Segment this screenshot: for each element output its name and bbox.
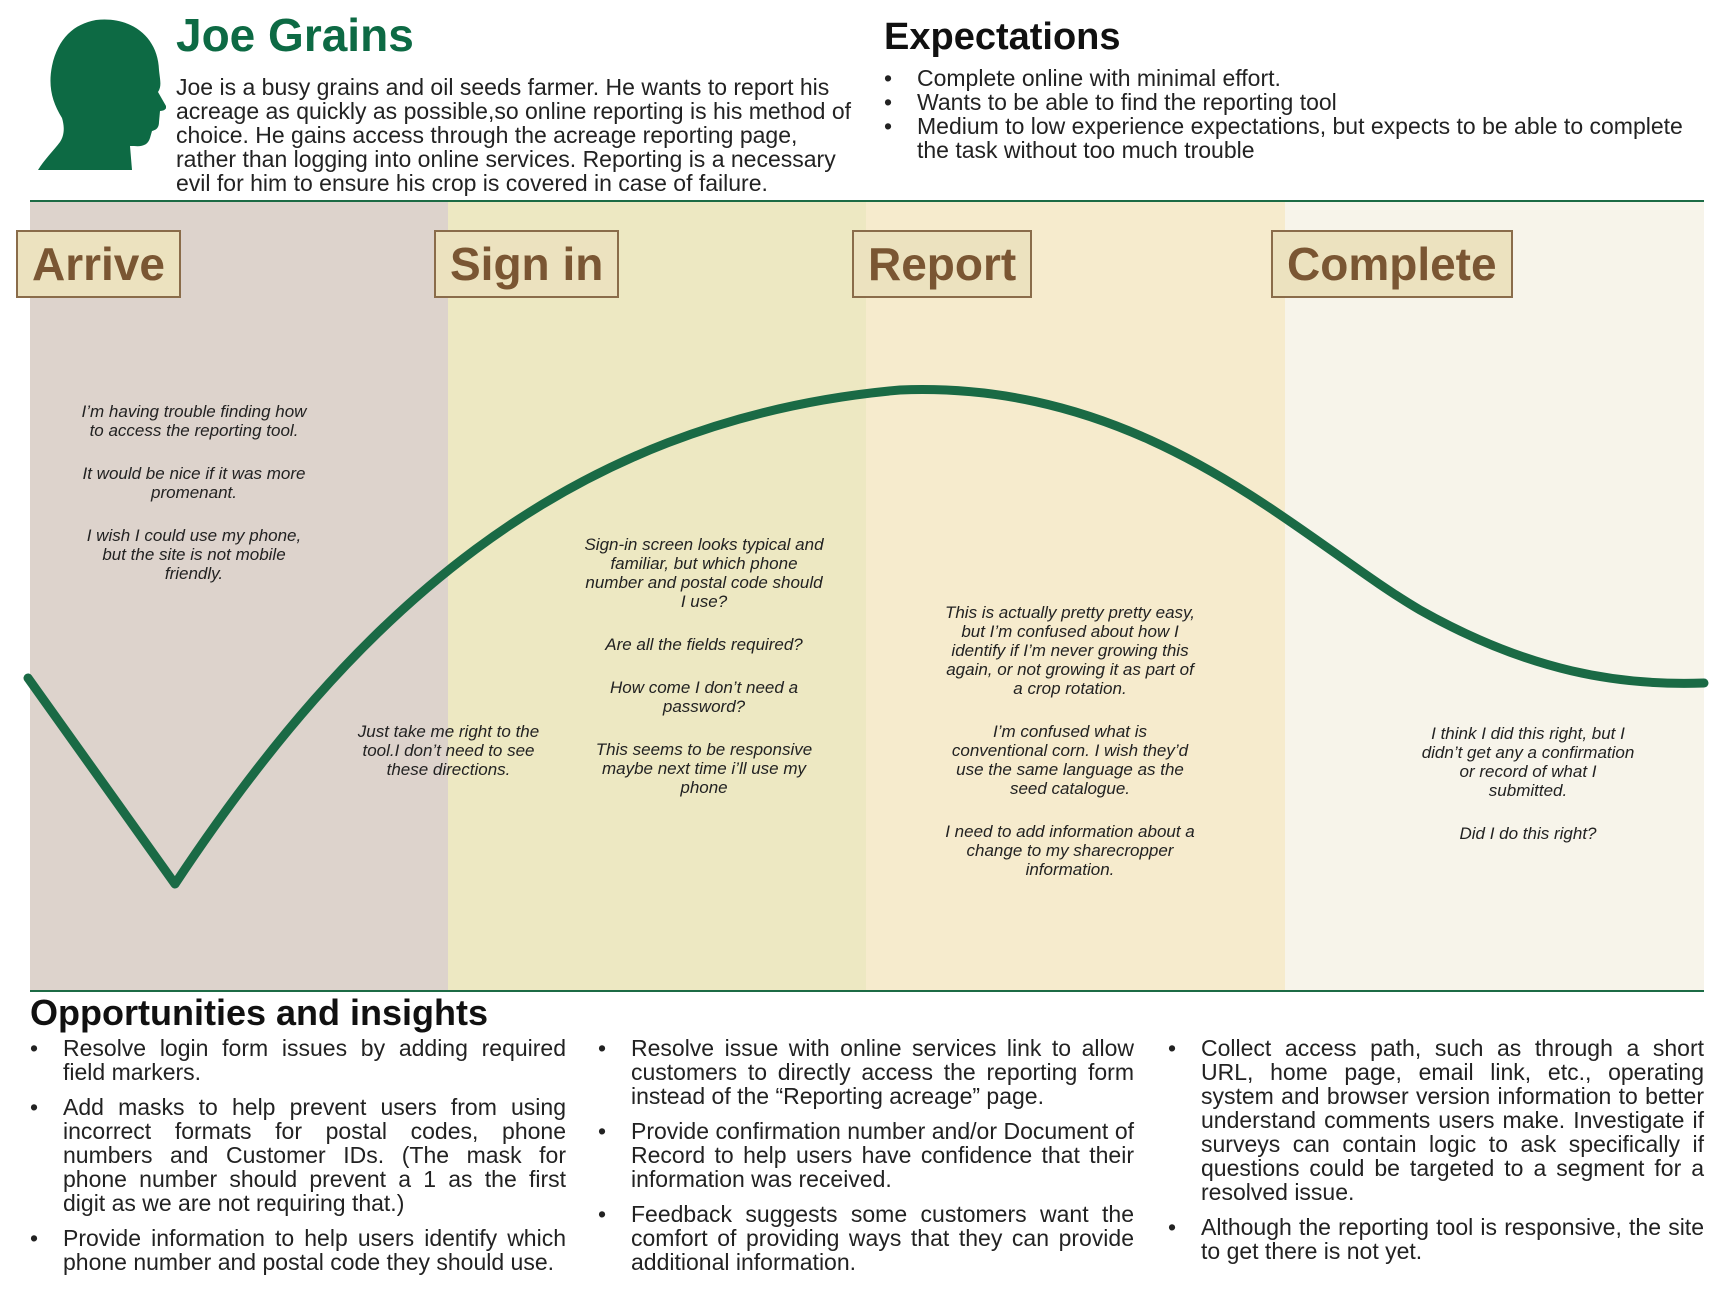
list-item: Resolve login form issues by adding requ… <box>30 1036 566 1084</box>
list-item: Although the reporting tool is responsiv… <box>1168 1215 1704 1263</box>
list-item: Resolve issue with online services link … <box>598 1036 1134 1108</box>
stage-label-arrive: Arrive <box>16 230 181 298</box>
quote-transition: Just take me right to the tool.I don’t n… <box>345 722 552 803</box>
quote-text: Just take me right to the tool.I don’t n… <box>357 722 540 779</box>
quote-text: This is actually pretty pretty easy, but… <box>944 603 1196 698</box>
list-item: Add masks to help prevent users from usi… <box>30 1095 566 1215</box>
expectation-item: Wants to be able to find the reporting t… <box>884 90 1704 114</box>
quote-text: How come I don’t need a password? <box>609 678 799 716</box>
persona-description: Joe is a busy grains and oil seeds farme… <box>176 74 852 196</box>
divider-top <box>30 200 1704 202</box>
quote-text: It would be nice if it was more promenan… <box>82 464 306 502</box>
list-item: Provide confirmation number and/or Docum… <box>598 1119 1134 1191</box>
expectations-list: Complete online with minimal effort. Wan… <box>884 66 1704 162</box>
expectation-item: Complete online with minimal effort. <box>884 66 1704 90</box>
list-item: Provide information to help users identi… <box>30 1226 566 1274</box>
opportunities-title: Opportunities and insights <box>30 992 488 1033</box>
quote-text: I think I did this right, but I didn’t g… <box>1421 724 1635 800</box>
persona-name: Joe Grains <box>176 9 414 61</box>
expectation-item: Medium to low experience expectations, b… <box>884 114 1704 162</box>
list-item: Collect access path, such as through a s… <box>1168 1036 1704 1204</box>
quote-text: I’m confused what is conventional corn. … <box>951 722 1189 798</box>
expectations-title: Expectations <box>884 16 1121 58</box>
quote-text: I need to add information about a change… <box>945 822 1195 879</box>
quote-text: I wish I could use my phone, but the sit… <box>86 526 302 583</box>
quote-text: Are all the fields required? <box>605 635 803 654</box>
quotes-complete: I think I did this right, but I didn’t g… <box>1418 724 1638 867</box>
quotes-sign-in: Sign-in screen looks typical and familia… <box>582 535 826 821</box>
quote-text: This seems to be responsive maybe next t… <box>595 740 813 797</box>
opportunities-column-1: Resolve login form issues by adding requ… <box>30 1036 566 1285</box>
opportunities-column-3: Collect access path, such as through a s… <box>1168 1036 1704 1274</box>
divider-bottom <box>30 990 1704 992</box>
quote-text: Sign-in screen looks typical and familia… <box>584 535 824 611</box>
stage-label-sign-in: Sign in <box>434 230 620 298</box>
quote-text: I’m having trouble finding how to access… <box>81 402 307 440</box>
band-complete <box>1285 201 1704 991</box>
list-item: Feedback suggests some customers want th… <box>598 1202 1134 1274</box>
quotes-arrive: I’m having trouble finding how to access… <box>78 402 310 607</box>
quotes-report: This is actually pretty pretty easy, but… <box>943 603 1197 903</box>
stage-label-report: Report <box>852 230 1033 298</box>
person-silhouette-icon <box>38 19 166 170</box>
quote-text: Did I do this right? <box>1459 824 1597 843</box>
opportunities-column-2: Resolve issue with online services link … <box>598 1036 1134 1285</box>
stage-label-complete: Complete <box>1271 230 1513 298</box>
